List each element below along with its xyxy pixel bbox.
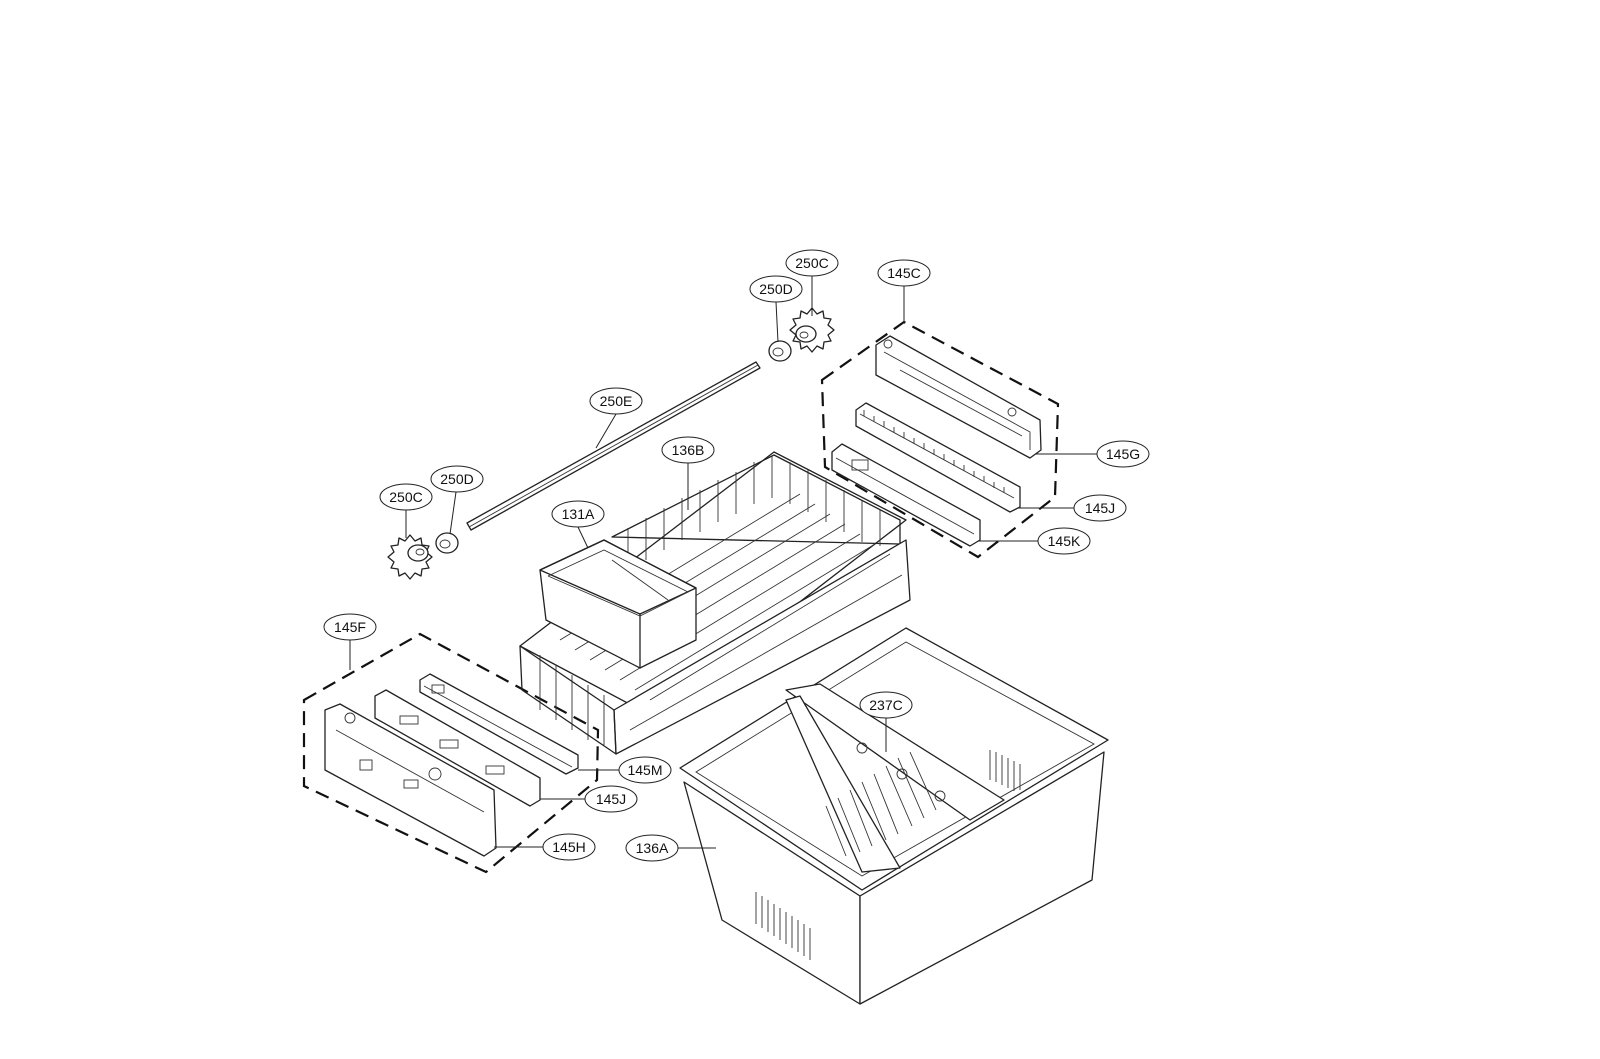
svg-text:131A: 131A [562,506,595,522]
svg-text:145J: 145J [596,791,626,807]
bin-131A [539,539,697,669]
rail-250E [466,361,761,531]
svg-text:145M: 145M [627,762,662,778]
callout-250D-left: 250D [430,465,484,493]
callout-145C: 145C [877,259,931,287]
svg-text:250D: 250D [440,471,473,487]
callout-250C-left: 250C [379,483,433,511]
drawer-136A [679,627,1109,1005]
callout-136A: 136A [625,834,679,862]
svg-text:250D: 250D [759,281,792,297]
svg-text:145F: 145F [334,619,366,635]
callout-131A: 131A [551,500,605,528]
callout-250D-top: 250D [749,275,803,303]
svg-text:136B: 136B [672,442,705,458]
gear-250C-top [789,307,835,353]
rail-assembly-left [302,632,600,874]
gear-250C-left [387,534,433,580]
callout-145J-right: 145J [1073,494,1127,522]
callout-250E: 250E [589,387,643,415]
svg-text:145H: 145H [552,839,585,855]
washer-250D-left [435,532,459,554]
svg-text:237C: 237C [869,697,902,713]
callout-237C: 237C [859,691,913,719]
callout-145K: 145K [1037,527,1091,555]
svg-text:145J: 145J [1085,500,1115,516]
svg-text:250C: 250C [389,489,422,505]
svg-text:250E: 250E [600,393,633,409]
callout-136B: 136B [661,436,715,464]
washer-250D-top [768,340,792,362]
svg-text:136A: 136A [636,840,669,856]
svg-text:250C: 250C [795,255,828,271]
callout-250C-top: 250C [785,249,839,277]
callout-145M: 145M [618,756,672,784]
wire-basket-136B [519,451,911,755]
callout-145J-left: 145J [584,785,638,813]
callout-145H: 145H [542,833,596,861]
leader-lines [349,276,1098,849]
callout-145G: 145G [1096,440,1150,468]
svg-text:145C: 145C [887,265,920,281]
svg-text:145G: 145G [1106,446,1140,462]
rail-assembly-right [820,320,1060,559]
svg-text:145K: 145K [1048,533,1081,549]
callout-145F: 145F [323,613,377,641]
